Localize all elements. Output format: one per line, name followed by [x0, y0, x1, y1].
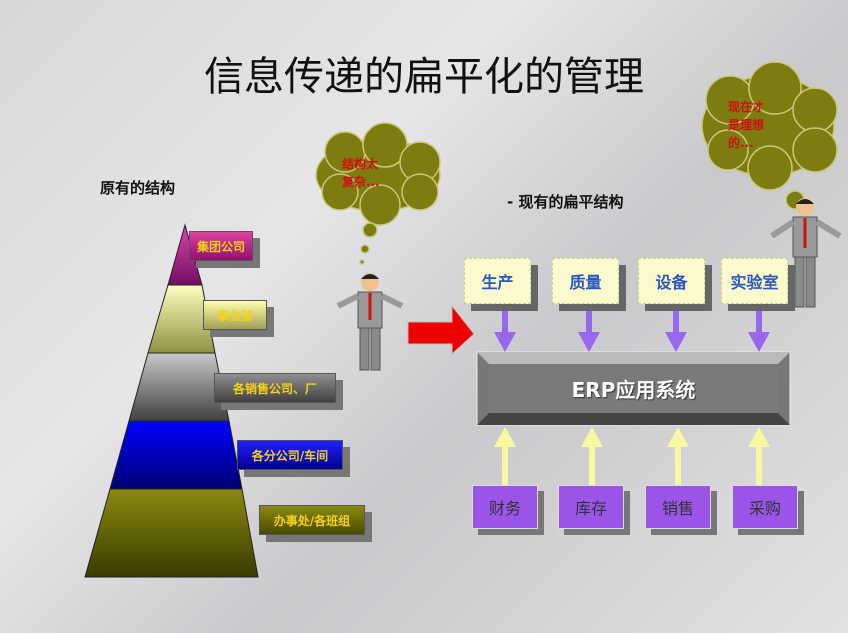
thought-text-right: 现在才 是理想 的... — [728, 98, 764, 152]
dept-box-finance: 财务 — [472, 485, 538, 529]
thought-line: 结构太 — [342, 157, 379, 171]
thought-cloud-left — [315, 122, 441, 265]
up-arrows — [494, 427, 770, 485]
thought-line: 的... — [728, 136, 754, 150]
down-arrows — [494, 304, 770, 352]
person-left-icon — [336, 273, 404, 371]
dept-box-lab: 实验室 — [721, 258, 788, 304]
level-label: 办事处/各班组 — [259, 505, 365, 535]
erp-system-label: ERP应用系统 — [571, 378, 696, 402]
pyramid — [84, 223, 259, 578]
level-label: 集团公司 — [189, 231, 253, 261]
thought-line: 是理想 — [728, 118, 765, 132]
original-structure-heading: 原有的结构 — [100, 179, 176, 197]
dept-box-inventory: 库存 — [558, 485, 624, 529]
red-arrow-icon — [407, 304, 475, 356]
level-label: 各销售公司、厂 — [214, 373, 336, 403]
page-title: 信息传递的扁平化的管理 — [204, 54, 644, 100]
pyramid-level-5 — [84, 488, 259, 578]
thought-line: 现在才 — [728, 100, 765, 114]
thought-line: 复杂... — [342, 175, 380, 189]
dept-box-production: 生产 — [464, 258, 531, 304]
level-label: 各分公司/车间 — [237, 440, 343, 470]
erp-box — [476, 351, 791, 426]
level-label: 事业部 — [203, 300, 267, 330]
thought-text-left: 结构太 复杂... — [342, 155, 380, 191]
person-right-icon — [770, 198, 842, 308]
pyramid-level-4 — [109, 420, 243, 490]
dept-box-purchasing: 采购 — [732, 485, 798, 529]
dept-box-quality: 质量 — [552, 258, 619, 304]
thought-cloud-right — [701, 61, 838, 230]
flat-structure-heading: - 现有的扁平结构 — [507, 193, 624, 211]
dept-box-sales: 销售 — [645, 485, 711, 529]
dept-box-equipment: 设备 — [638, 258, 705, 304]
